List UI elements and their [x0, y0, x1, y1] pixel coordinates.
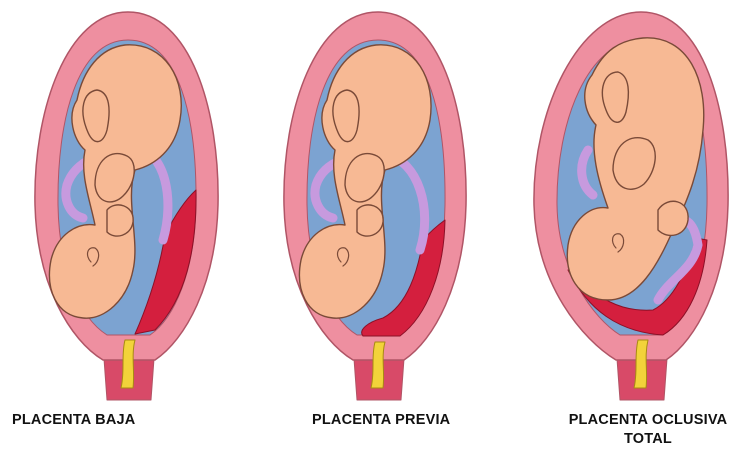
placenta-oclusiva-illustration: [508, 0, 738, 400]
fetus-limb: [658, 201, 688, 235]
label-placenta-oclusiva-total: PLACENTA OCLUSIVA TOTAL: [558, 411, 738, 449]
label-placenta-oclusiva-line1: PLACENTA OCLUSIVA: [558, 411, 738, 430]
label-placenta-previa: PLACENTA PREVIA: [312, 411, 450, 430]
panel-placenta-oclusiva-total: [508, 0, 738, 400]
label-placenta-oclusiva-line2: TOTAL: [558, 430, 738, 449]
panel-placenta-baja: [15, 0, 245, 400]
placenta-previa-illustration: [258, 0, 488, 400]
fetus-limb: [357, 205, 383, 236]
placenta-baja-illustration: [15, 0, 245, 400]
fetus-limb: [107, 205, 133, 236]
panel-placenta-previa: [258, 0, 488, 400]
label-placenta-baja: PLACENTA BAJA: [12, 411, 135, 430]
